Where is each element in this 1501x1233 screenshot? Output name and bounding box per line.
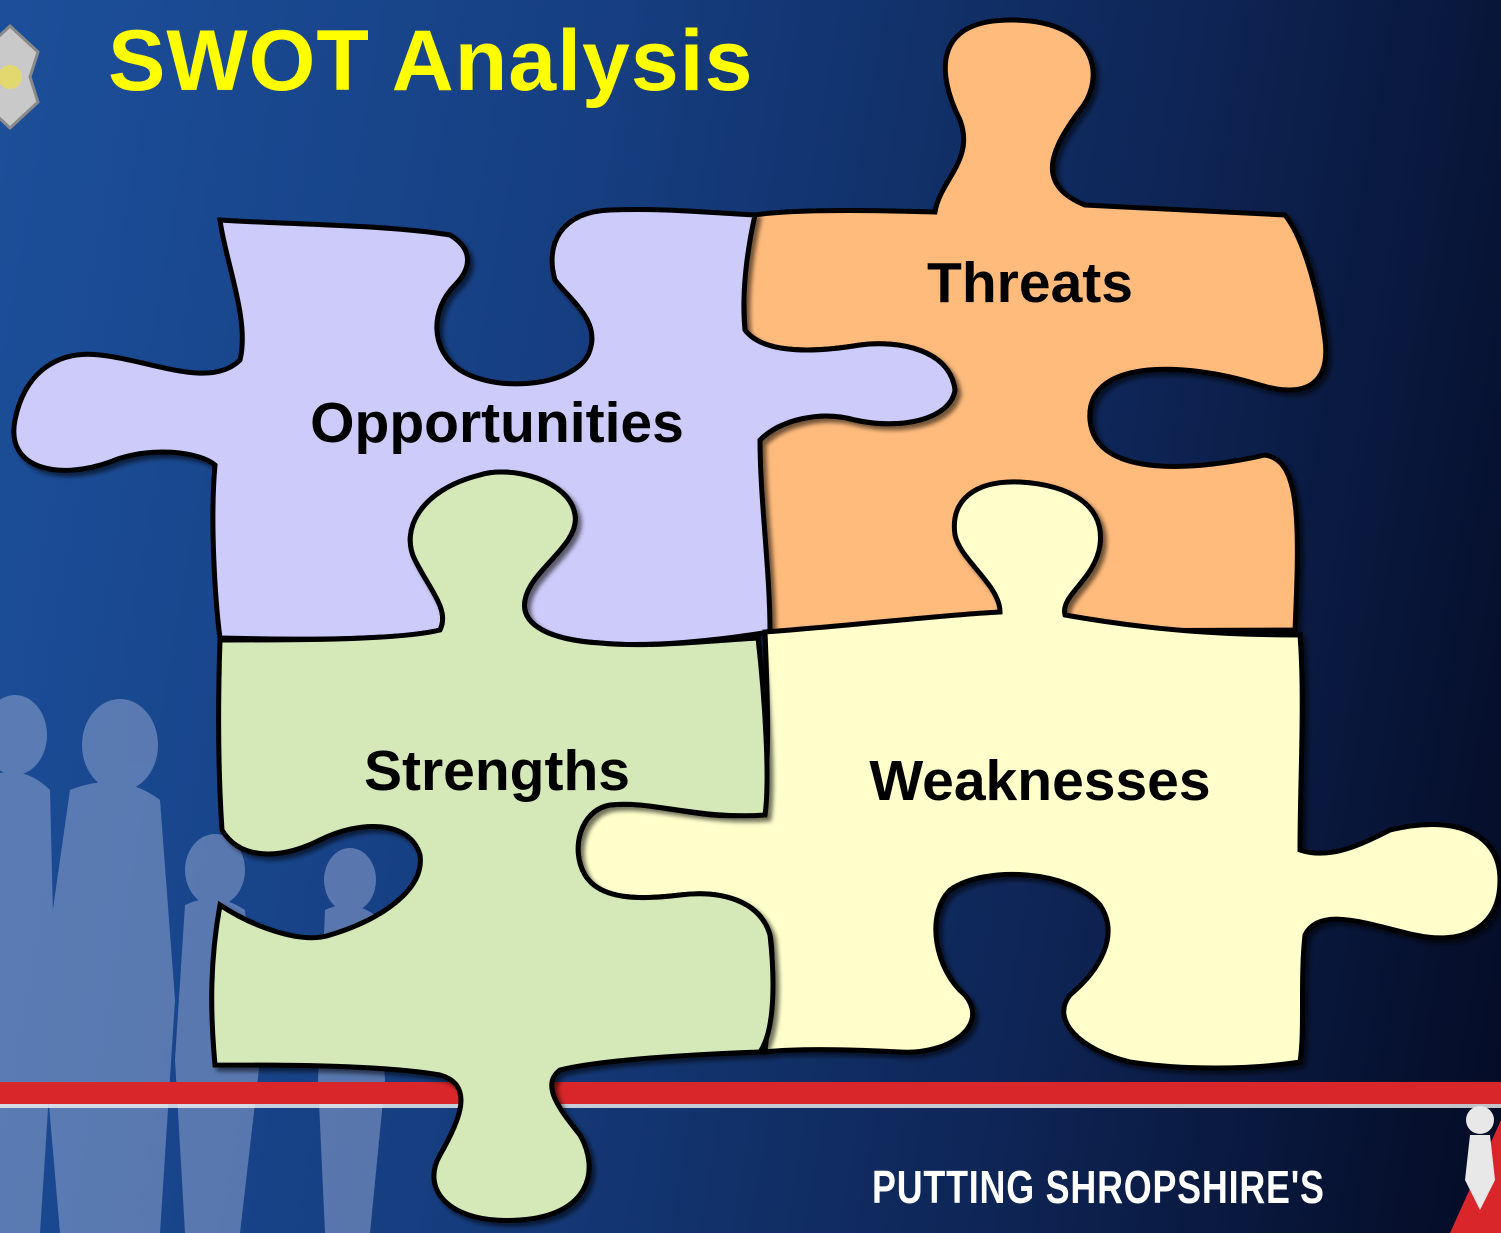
slide-title: SWOT Analysis (108, 13, 754, 109)
police-crest-icon (0, 23, 40, 131)
footer-brand-text: PUTTING SHROPSHIRE'S (872, 1161, 1325, 1213)
weaknesses-label: Weaknesses (869, 749, 1210, 813)
strengths-label: Strengths (364, 739, 630, 803)
footer-stripe (0, 1082, 1501, 1104)
strengths-piece (209, 469, 776, 1223)
runner-logo-icon (1450, 1106, 1501, 1233)
opportunities-piece (11, 206, 958, 648)
threats-label: Threats (927, 251, 1133, 315)
opportunities-label: Opportunities (310, 391, 684, 455)
